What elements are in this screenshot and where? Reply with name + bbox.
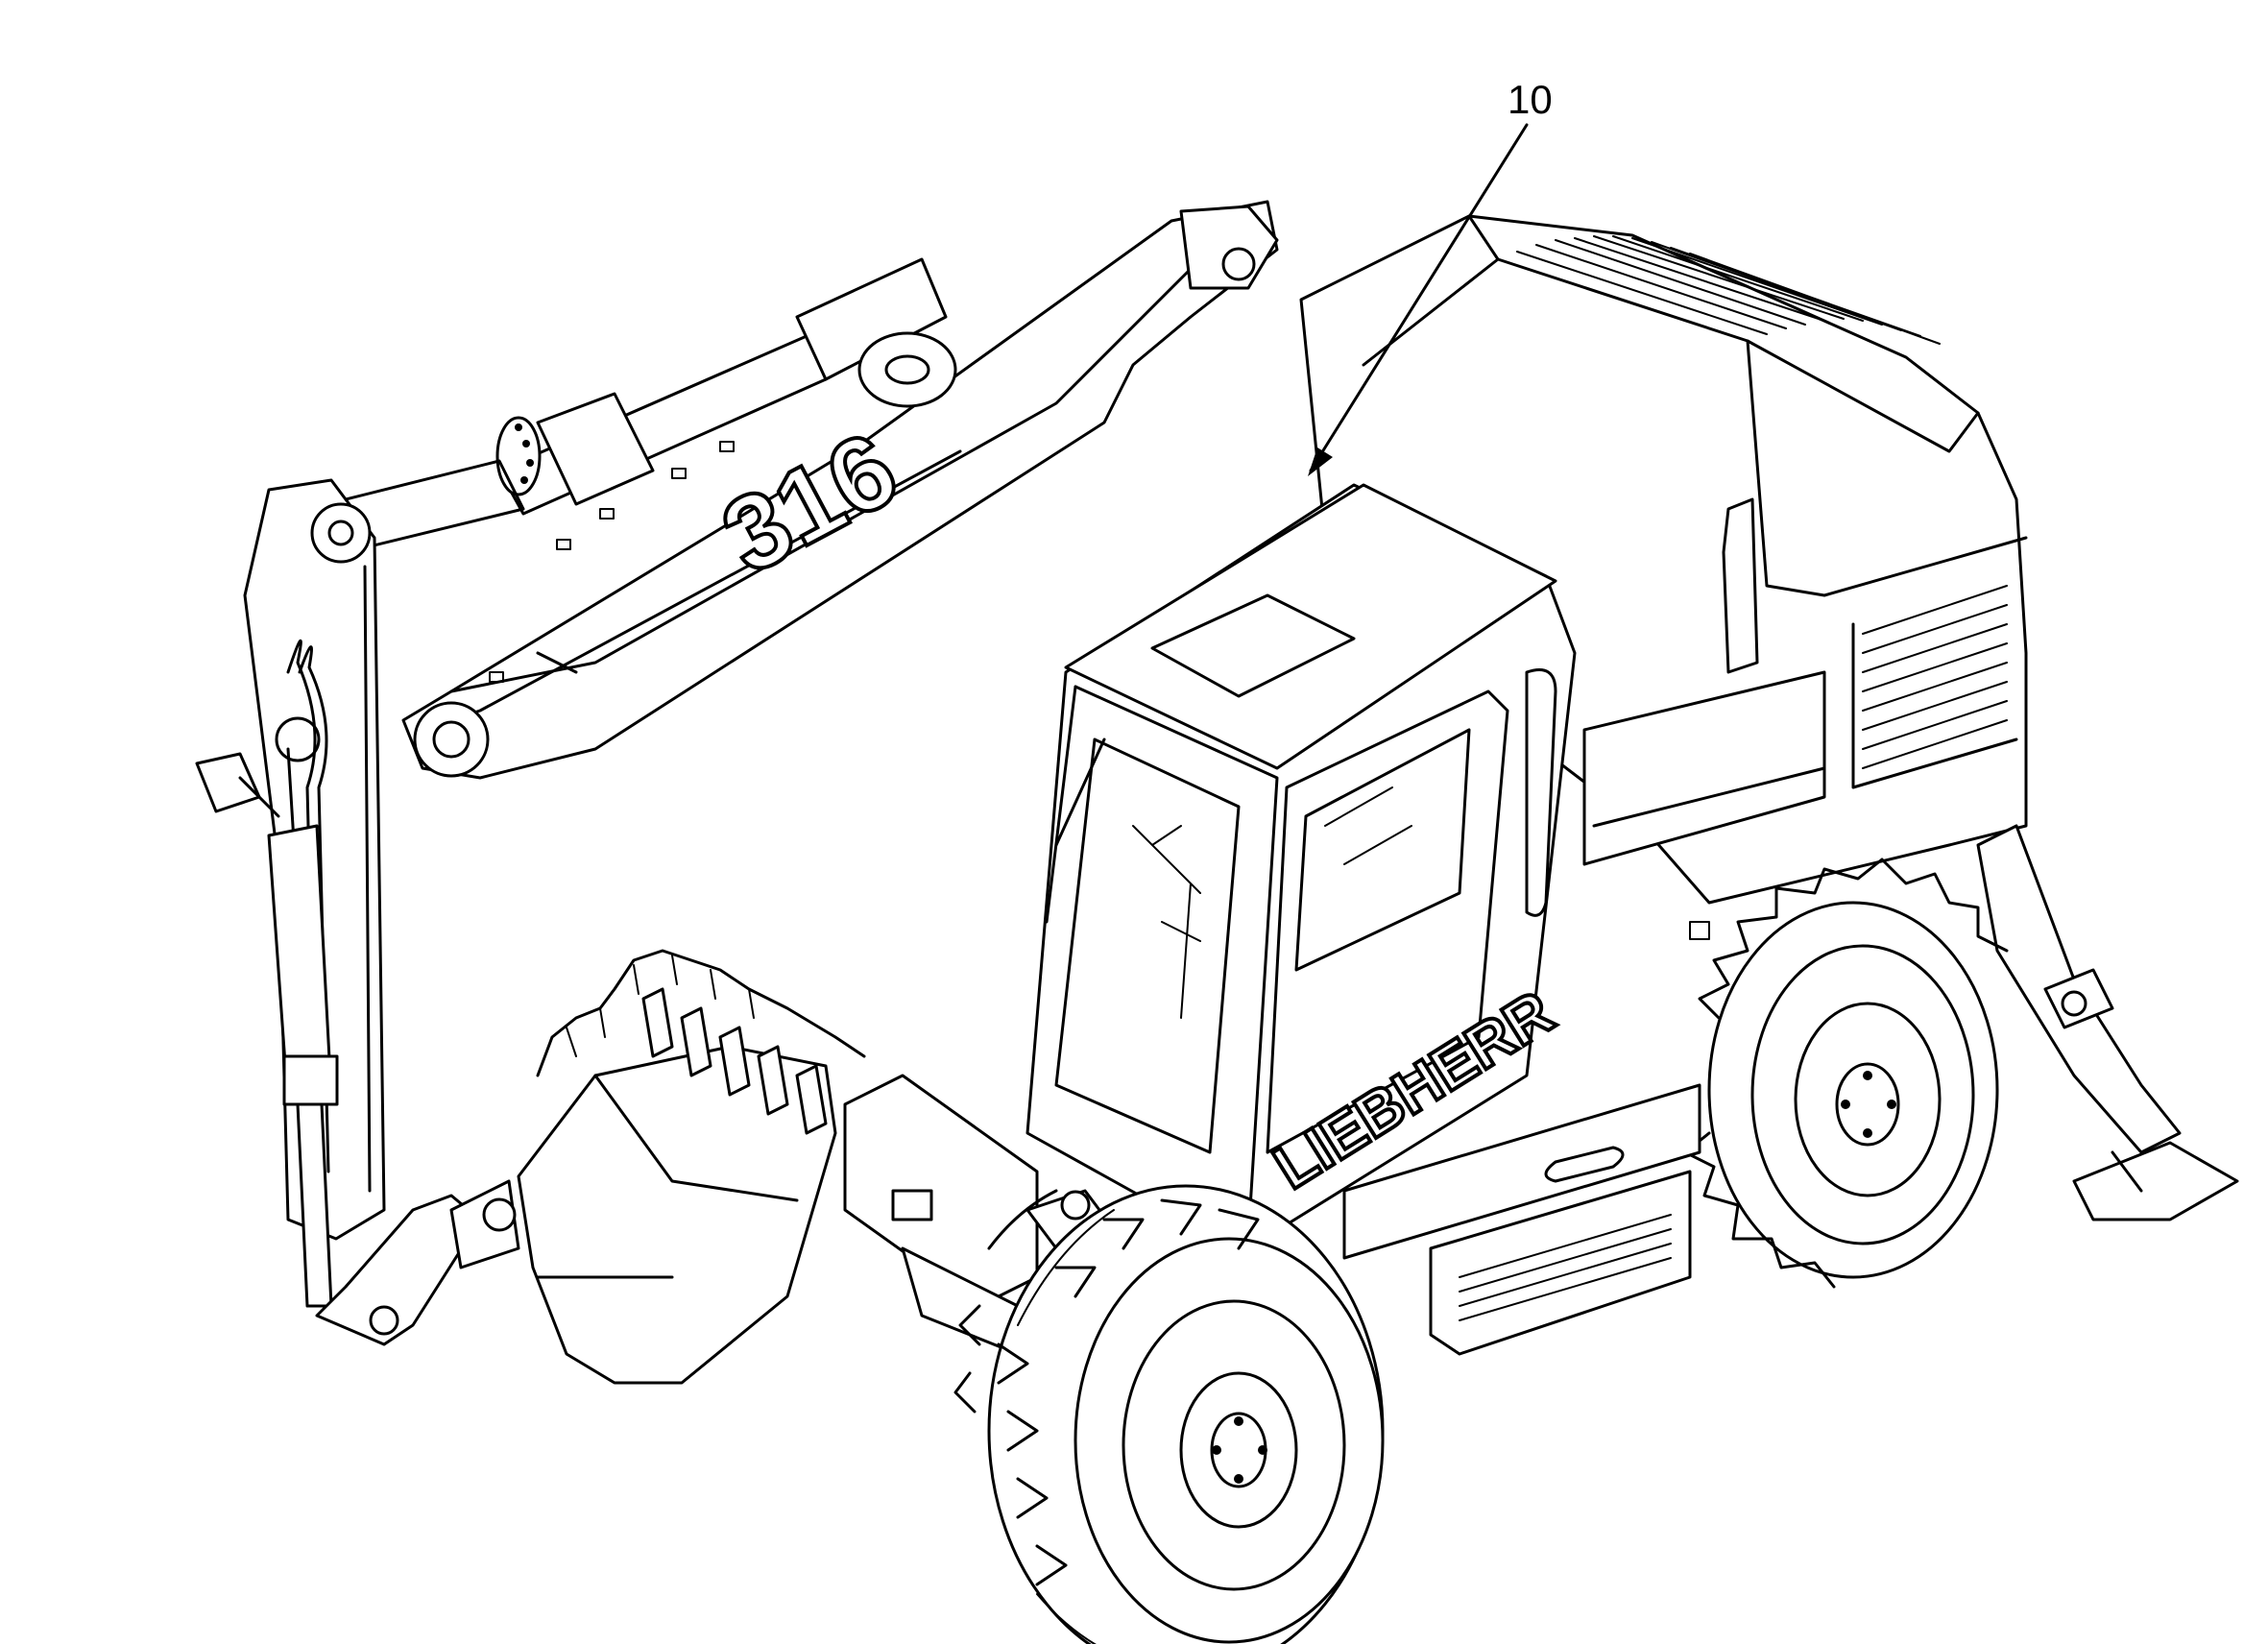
bucket: [315, 987, 837, 1385]
undercarriage: [1342, 1083, 1701, 1356]
boom-cylinder: [305, 257, 957, 559]
front-left-tire: [536, 949, 866, 1077]
outrigger: [1976, 824, 2239, 1221]
callout-10: 10: [1308, 77, 1553, 476]
bucket-cylinder: [195, 752, 339, 1308]
front-wheel: [987, 1184, 1385, 1644]
callout-leader-line: [1309, 123, 1529, 472]
rear-wheel: [1683, 858, 2009, 1289]
front-wheel-inner: [953, 1189, 1058, 1414]
callout-arrowhead: [1308, 447, 1333, 476]
callout-number: 10: [1508, 77, 1553, 122]
operator-cab: LIEBHERR: [1025, 483, 1577, 1250]
main-boom: 316: [401, 200, 1279, 780]
engine-hood: [1299, 214, 2028, 940]
